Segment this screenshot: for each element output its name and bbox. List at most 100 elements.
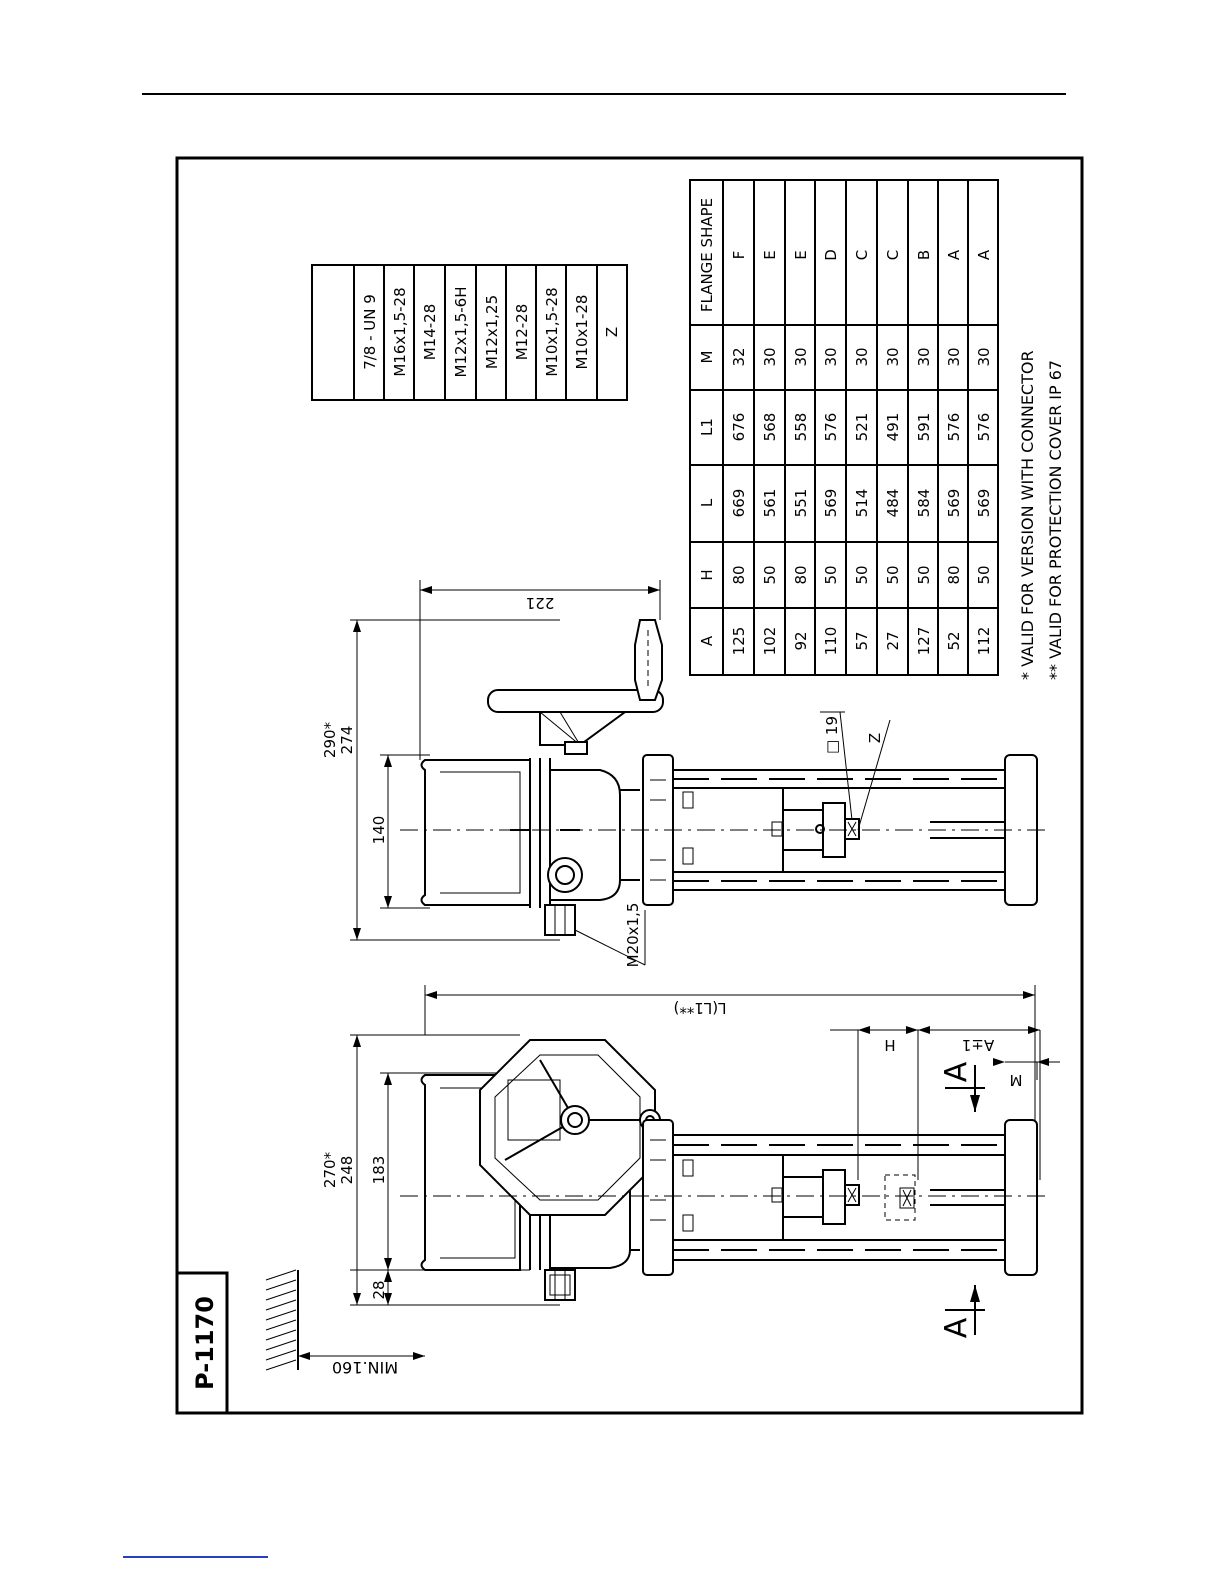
flange-header: L bbox=[698, 498, 716, 507]
flange-cell: 50 bbox=[822, 565, 840, 584]
flange-header: L1 bbox=[698, 418, 716, 436]
title-block: P-1170 bbox=[175, 1271, 229, 1415]
flange-cell: 112 bbox=[975, 627, 993, 656]
flange-cell: E bbox=[792, 250, 810, 259]
dim-140: 140 bbox=[370, 816, 388, 845]
flange-cell: 30 bbox=[884, 347, 902, 366]
flange-cell: 80 bbox=[730, 565, 748, 584]
thread-row: M10x1,5-28 bbox=[543, 287, 561, 376]
flange-cell: 30 bbox=[945, 347, 963, 366]
flange-cell: 27 bbox=[884, 631, 902, 650]
flange-cell: B bbox=[915, 250, 933, 260]
flange-table: A H L L1 M FLANGE SHAPE 125 80 669 676 3… bbox=[689, 179, 999, 676]
flange-cell: 521 bbox=[853, 413, 871, 442]
wall-hatch bbox=[265, 1269, 299, 1371]
flange-cell: 80 bbox=[945, 565, 963, 584]
section-a-bottom: A bbox=[939, 1317, 974, 1338]
flange-cell: 30 bbox=[792, 347, 810, 366]
flange-cell: A bbox=[975, 249, 993, 260]
flange-cell: 127 bbox=[915, 627, 933, 656]
flange-cell: 30 bbox=[822, 347, 840, 366]
z-label: Z bbox=[866, 733, 884, 743]
flange-cell: C bbox=[884, 250, 902, 260]
thread-row: M12x1,25 bbox=[483, 295, 501, 369]
flange-cell: C bbox=[853, 250, 871, 260]
flange-cell: F bbox=[730, 251, 748, 260]
flange-cell: 50 bbox=[761, 565, 779, 584]
square-19-label: □ 19 bbox=[823, 716, 841, 754]
flange-cell: 30 bbox=[915, 347, 933, 366]
dim-290: 290* bbox=[321, 721, 339, 758]
flange-cell: 102 bbox=[761, 627, 779, 656]
dim-h: H bbox=[884, 1036, 895, 1054]
flange-cell: 569 bbox=[975, 489, 993, 518]
flange-cell: A bbox=[945, 249, 963, 260]
flange-cell: 125 bbox=[730, 627, 748, 656]
flange-cell: 568 bbox=[761, 413, 779, 442]
flange-cell: 676 bbox=[730, 413, 748, 442]
flange-cell: 514 bbox=[853, 489, 871, 518]
flange-cell: E bbox=[761, 250, 779, 259]
flange-cell: 558 bbox=[792, 413, 810, 442]
dim-a-tolerance: A±1 bbox=[962, 1036, 994, 1054]
section-a-top: A bbox=[939, 1061, 974, 1082]
dim-248: 248 bbox=[338, 1156, 356, 1185]
thread-row: M12-28 bbox=[513, 304, 531, 361]
dim-270: 270* bbox=[321, 1151, 339, 1188]
note-connector: * VALID FOR VERSION WITH CONNECTOR bbox=[1018, 350, 1037, 680]
thread-row: M14-28 bbox=[421, 304, 439, 361]
min-clearance-dimension: MIN.160 bbox=[298, 1352, 425, 1377]
flange-cell: 30 bbox=[975, 347, 993, 366]
flange-cell: 584 bbox=[915, 489, 933, 518]
flange-cell: 669 bbox=[730, 489, 748, 518]
flange-cell: 57 bbox=[853, 631, 871, 650]
thread-row: M16x1,5-28 bbox=[391, 287, 409, 376]
dim-28: 28 bbox=[370, 1280, 388, 1299]
flange-cell: 576 bbox=[822, 413, 840, 442]
flange-header: A bbox=[698, 635, 716, 646]
flange-cell: 52 bbox=[945, 631, 963, 650]
flange-cell: 32 bbox=[730, 347, 748, 366]
flange-cell: 30 bbox=[761, 347, 779, 366]
flange-cell: 50 bbox=[915, 565, 933, 584]
flange-cell: 569 bbox=[822, 489, 840, 518]
flange-cell: 50 bbox=[884, 565, 902, 584]
flange-header: FLANGE SHAPE bbox=[698, 198, 716, 312]
footer-link-underline bbox=[123, 1556, 268, 1558]
thread-row: 7/8 - UN 9 bbox=[361, 294, 379, 370]
note-protection-cover: ** VALID FOR PROTECTION COVER IP 67 bbox=[1046, 360, 1065, 680]
drawing-frame bbox=[175, 156, 1084, 1415]
flange-cell: 80 bbox=[792, 565, 810, 584]
flange-cell: 561 bbox=[761, 489, 779, 518]
flange-header: M bbox=[698, 351, 716, 364]
flange-cell: 576 bbox=[975, 413, 993, 442]
cable-thread-label: M20x1,5 bbox=[624, 903, 642, 968]
front-view-actuator: 28 183 270* 248 bbox=[321, 985, 1060, 1338]
drawing-number: P-1170 bbox=[191, 1296, 219, 1390]
flange-header: H bbox=[698, 569, 716, 580]
flange-cell: 92 bbox=[792, 631, 810, 650]
flange-cell: 484 bbox=[884, 489, 902, 518]
flange-cell: 491 bbox=[884, 413, 902, 442]
flange-cell: 30 bbox=[853, 347, 871, 366]
flange-cell: 551 bbox=[792, 489, 810, 518]
flange-cell: 576 bbox=[945, 413, 963, 442]
thread-table: 7/8 - UN 9 M16x1,5-28 M14-28 M12x1,5-6H … bbox=[311, 264, 628, 401]
thread-row: Z bbox=[603, 327, 621, 337]
thread-row: M12x1,5-6H bbox=[452, 287, 470, 378]
side-view-actuator: 140 290* 274 221 bbox=[321, 580, 1045, 967]
min-clearance-label: MIN.160 bbox=[332, 1358, 398, 1377]
dim-m: M bbox=[1010, 1071, 1023, 1089]
dim-183: 183 bbox=[370, 1156, 388, 1185]
dim-l-l1: L(L1**) bbox=[674, 999, 727, 1017]
thread-row: M10x1-28 bbox=[573, 295, 591, 370]
flange-cell: 110 bbox=[822, 627, 840, 656]
flange-cell: 591 bbox=[915, 413, 933, 442]
flange-cell: D bbox=[822, 249, 840, 261]
dim-221: 221 bbox=[526, 594, 555, 612]
dim-274: 274 bbox=[338, 726, 356, 755]
flange-cell: 50 bbox=[853, 565, 871, 584]
flange-cell: 50 bbox=[975, 565, 993, 584]
flange-cell: 569 bbox=[945, 489, 963, 518]
